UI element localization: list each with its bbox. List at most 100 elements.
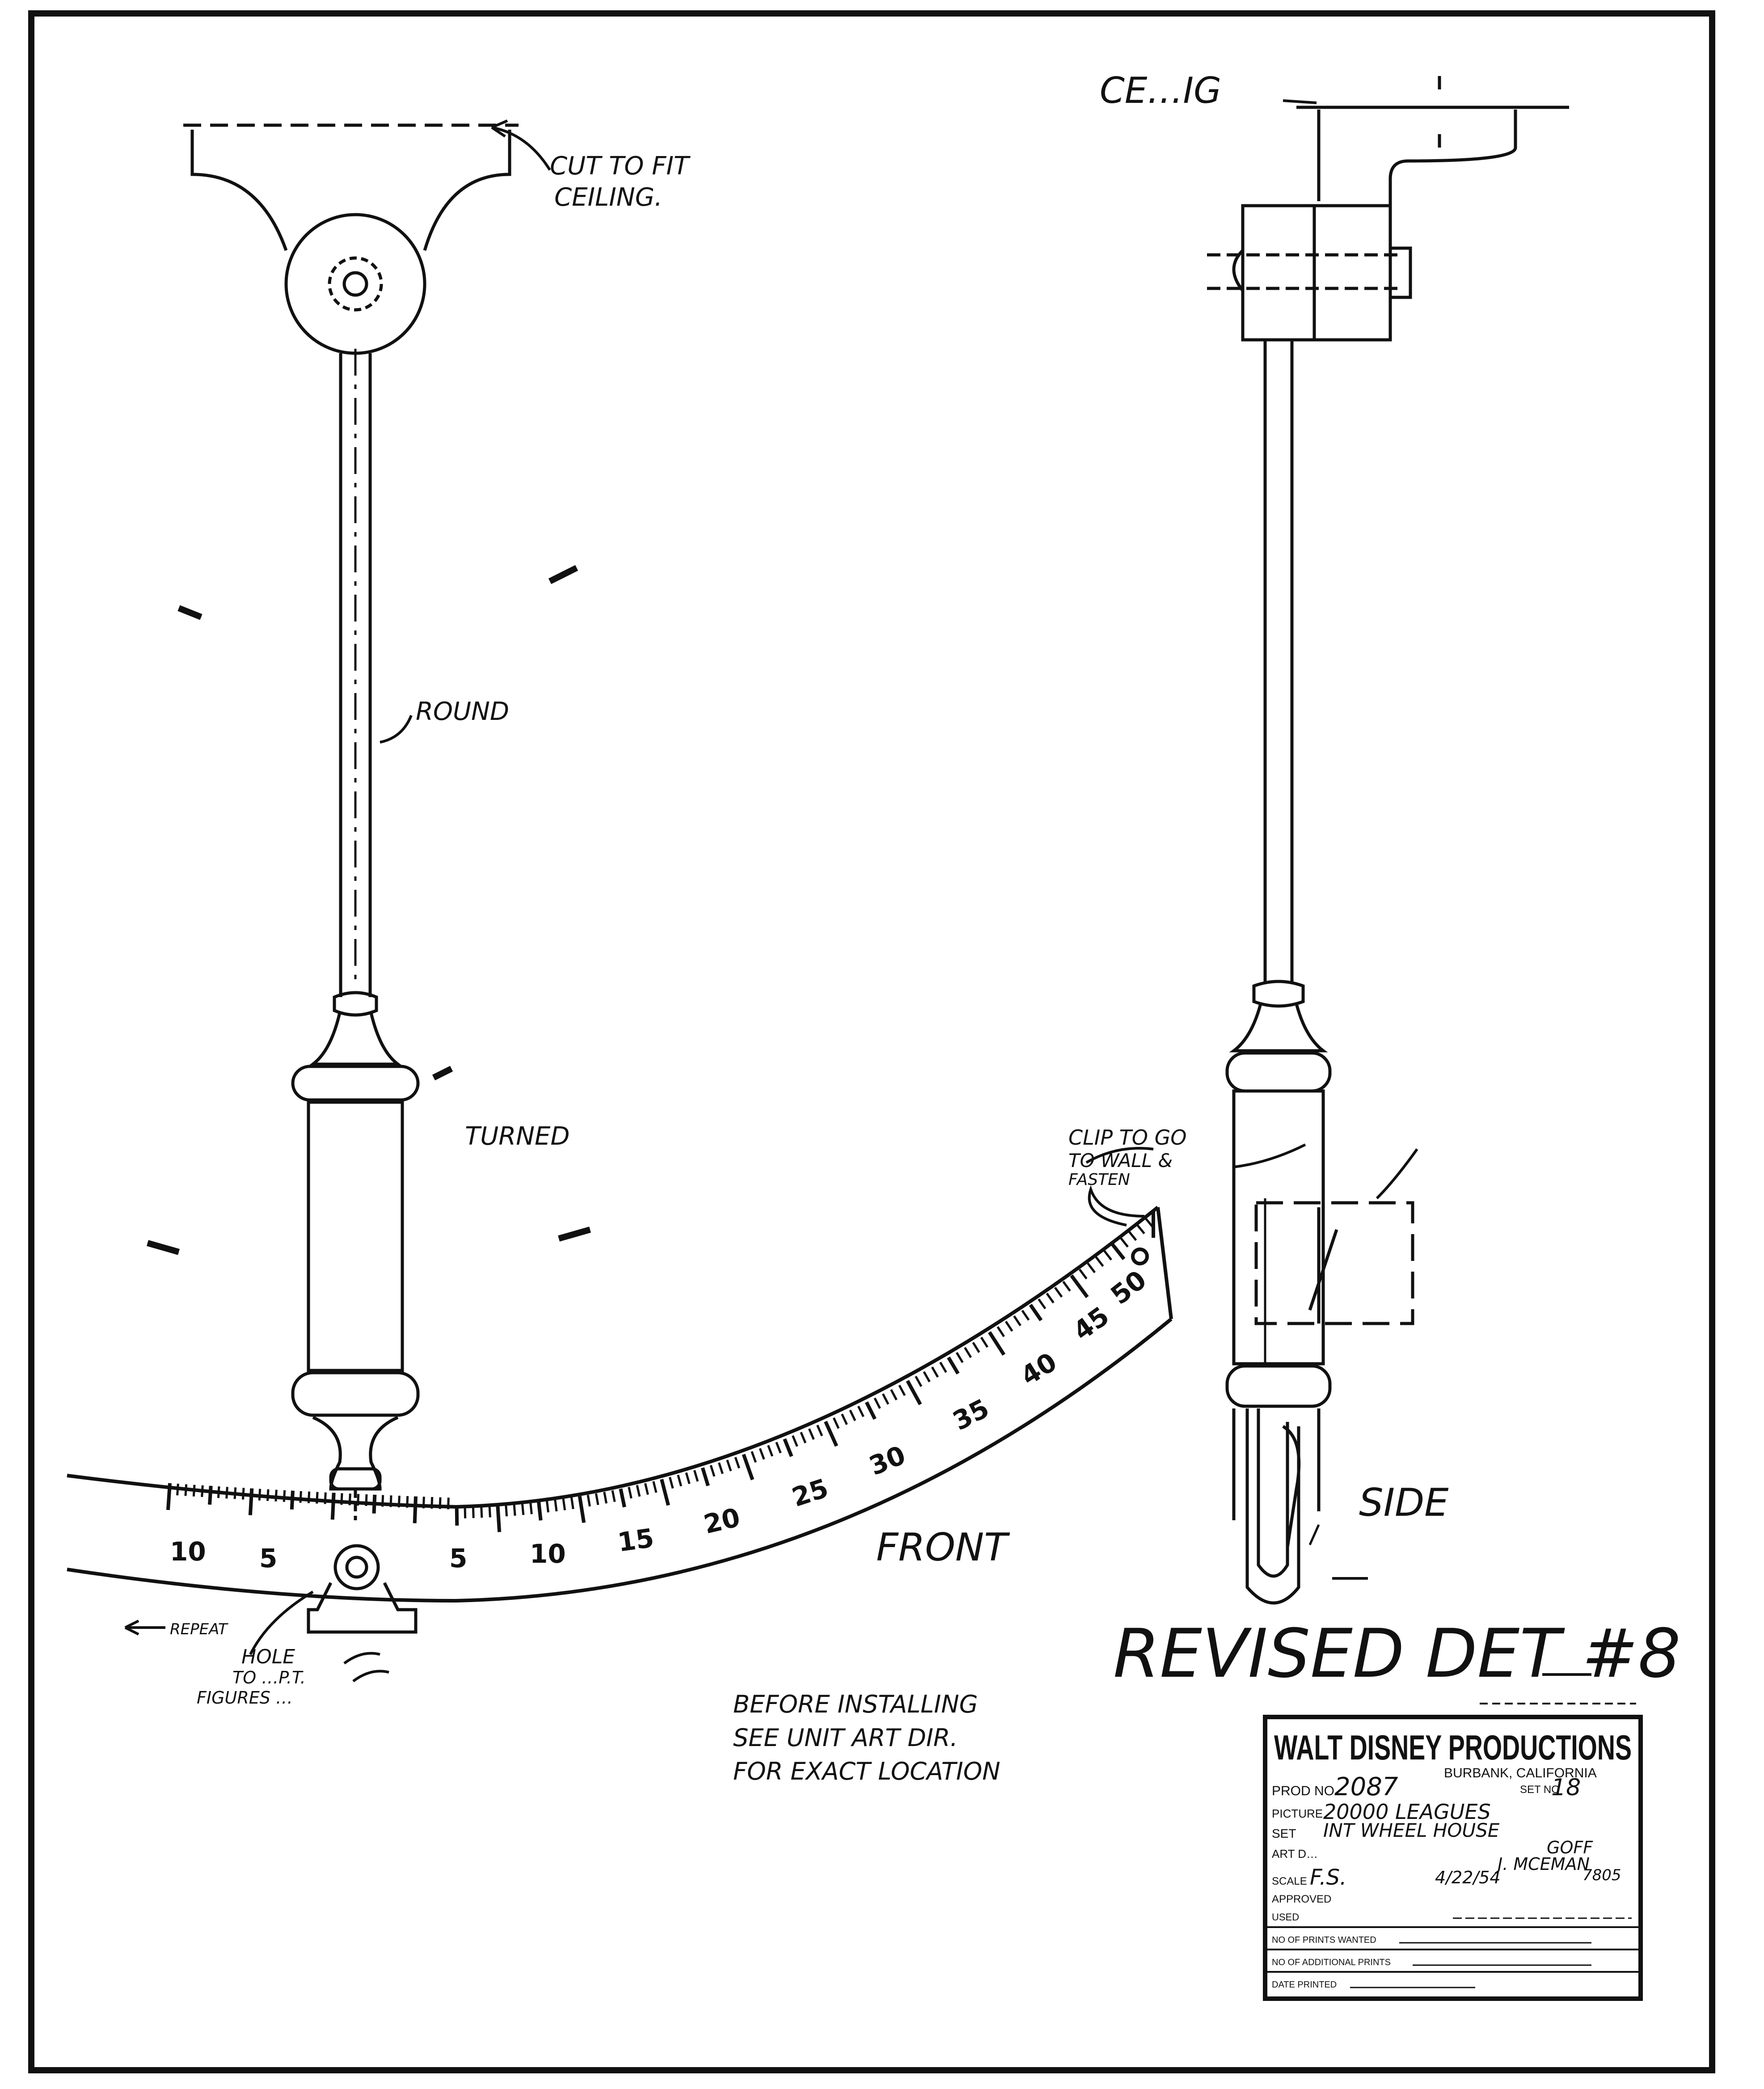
scale-tick [521,1503,525,1515]
scale-tick [537,1501,543,1521]
scale-tick [906,1380,922,1405]
scale-tick [1111,1243,1126,1260]
scale-tick [529,1502,533,1514]
scale-tick [775,1442,782,1454]
scale-tick [849,1409,857,1421]
scale-label: SCALE [1272,1875,1307,1887]
scale-tick [783,1438,793,1457]
prod-no: 2087 [1334,1772,1398,1801]
prints-wanted-label: NO OF PRINTS WANTED [1272,1935,1376,1945]
scale-tick [955,1352,964,1363]
picture-label: PICTURE [1272,1807,1323,1820]
scale-tick [603,1492,608,1504]
additional-prints-label: NO OF ADDITIONAL PRINTS [1272,1958,1391,1967]
pointer-hub [333,1544,380,1590]
turned-collar [333,991,378,1017]
scale-tick [1103,1250,1112,1261]
front-view [183,123,519,1634]
company-city: BURBANK, CALIFORNIA [1444,1766,1597,1780]
side-label: SIDE [1359,1480,1449,1525]
art-dir-label: ART D… [1272,1847,1318,1861]
scale-tick [636,1485,641,1497]
scale-tick [947,1356,960,1375]
wall-bracket [1254,1201,1414,1325]
turned-ring-upper [291,1065,420,1102]
scale-tick [644,1483,649,1495]
date-printed-label: DATE PRINTED [1272,1980,1337,1990]
repeat-label: REPEAT [170,1620,228,1638]
art-director: GOFF [1547,1838,1593,1857]
set-label: SET [1272,1827,1296,1840]
scale-label: 40 [1015,1346,1062,1391]
scale-tick [290,1490,295,1510]
scale-tick [628,1487,633,1499]
hole-label-2: TO …P.T. [232,1668,306,1687]
scale-label: 10 [170,1536,206,1567]
before-label-1: BEFORE INSTALLING [733,1690,978,1718]
scale-tick [562,1498,566,1510]
revised-label: REVISED DET #8 [1113,1615,1681,1693]
leaders [124,99,1418,1683]
scale-label: 5 [259,1543,277,1573]
scale-mount-hole [1131,1247,1149,1265]
sheet-border [28,10,1715,2073]
scale-tick [824,1421,838,1447]
scale-tick [578,1496,586,1523]
scale-tick [816,1425,823,1437]
scale-tick [792,1435,798,1447]
scale-tick [176,1484,179,1496]
scale-tick [759,1448,765,1460]
scale-tick [299,1491,302,1503]
turned-taper [312,1416,399,1491]
title-block: WALT DISNEY PRODUCTIONS BURBANK, CALIFOR… [1263,1703,1643,2001]
before-label-3: FOR EXACT LOCATION [733,1757,1000,1785]
scale-tick [570,1497,574,1510]
title-block-frame [1263,1715,1643,2001]
turned-barrel [307,1100,404,1372]
scale-tick [372,1494,377,1514]
scale-label: 25 [788,1473,832,1513]
scale-tick [619,1488,626,1508]
scale-tick [685,1472,691,1484]
scale-tick [898,1384,906,1396]
scale-tick [248,1488,254,1515]
scale-tick [931,1366,939,1378]
scale-label: 30 [865,1440,910,1481]
scale-tick [611,1490,616,1502]
scale-label: 10 [530,1539,566,1569]
round-label: ROUND [416,697,509,726]
scale-tick [1046,1293,1055,1304]
scale-tick [1095,1256,1104,1267]
scale-tick [742,1454,755,1480]
scale-tick [595,1493,599,1505]
drawn-by: J. MCEMAN [1494,1854,1590,1874]
clip-label-2: TO WALL & [1068,1150,1173,1171]
annotations: CE…IG CUT TO FIT CEILING. ROUND TURNED C… [170,70,1681,1785]
scale-tick [857,1405,865,1417]
scale-tick [693,1470,699,1482]
scale-tick [882,1393,890,1405]
scale-tick [964,1347,972,1358]
scale-tick [1021,1310,1030,1321]
turned-ring-lower [291,1371,420,1417]
scale-tick [1144,1217,1154,1228]
scale-tick [496,1505,502,1532]
scale-tick [513,1504,516,1516]
before-label-2: SEE UNIT ART DIR. [733,1724,958,1752]
scale-label: 50 [1105,1264,1152,1311]
ceiling-front-label: CEILING. [554,183,663,212]
scale-value: F.S. [1310,1865,1346,1890]
scale-tick [422,1497,425,1509]
scale-tick [587,1494,591,1507]
scale-label: 45 [1068,1301,1114,1346]
prod-no-label: PROD NO. [1272,1784,1338,1798]
scale-tick [233,1487,237,1499]
scale-tick [201,1485,204,1497]
ceiling-bracket [190,130,511,251]
set-no: 18 [1551,1774,1581,1801]
scale-tick [939,1362,947,1373]
stamp-number: 7805 [1583,1866,1621,1884]
scale-tick [1136,1224,1145,1235]
stray-marks [147,565,591,1255]
